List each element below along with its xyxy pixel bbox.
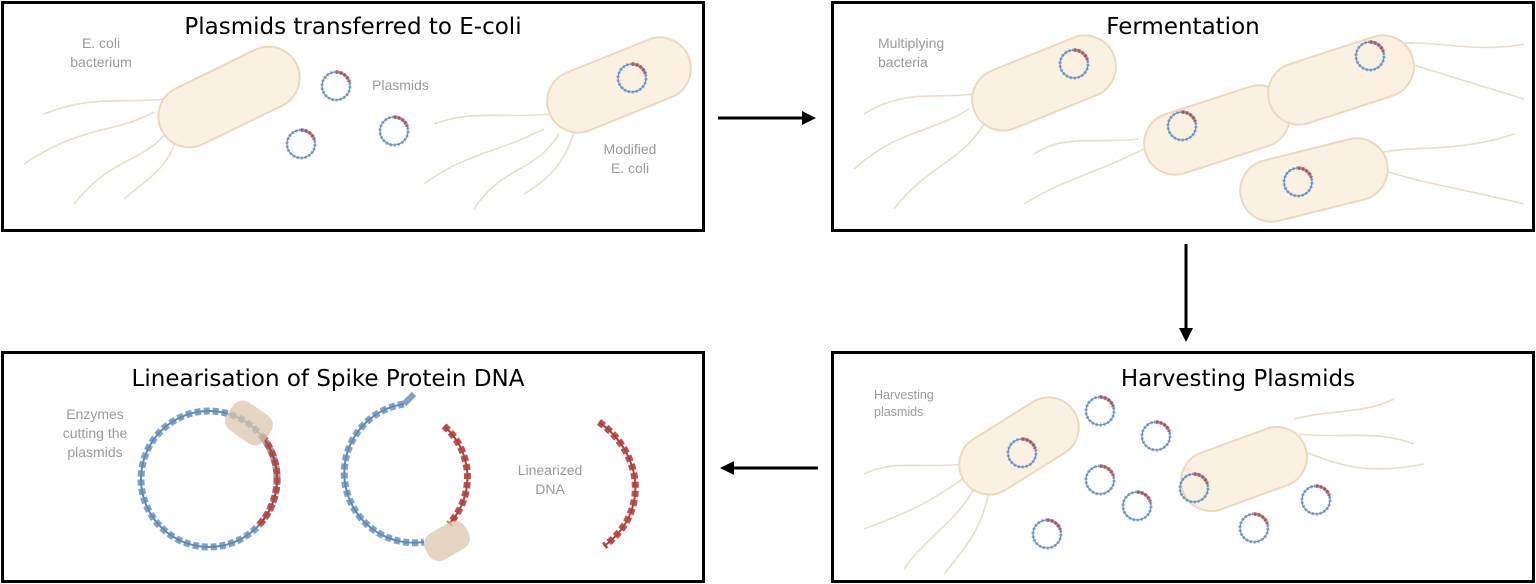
arrow-right <box>718 111 816 125</box>
multiplying-bacteria-label: Multiplying bacteria <box>878 35 945 70</box>
panel-title: Linearisation of Spike Protein DNA <box>131 366 525 392</box>
plasmid-transfer-illustration <box>23 36 692 210</box>
cut-plasmid-dna <box>340 391 471 562</box>
bacterium <box>1180 426 1308 512</box>
bacterium <box>958 396 1080 496</box>
panel-title: Fermentation <box>1106 14 1260 40</box>
plasmid-dna-circle <box>137 400 281 551</box>
modified-ecoli-label: Modified E. coli <box>603 141 657 176</box>
bacterium <box>971 34 1117 132</box>
enzymes-label: Enzymes cutting the plasmids <box>62 406 128 460</box>
arrow-left <box>720 461 818 475</box>
plasmid <box>285 128 317 160</box>
plasmid <box>320 70 352 102</box>
arrow-down <box>1179 244 1193 342</box>
modified-ecoli <box>546 36 692 134</box>
bacterium <box>1267 34 1415 126</box>
panel-fermentation: Fermentation Multiplying bacteria <box>831 1 1535 232</box>
panel-title: Harvesting Plasmids <box>1120 366 1356 392</box>
enzyme <box>423 520 471 562</box>
enzyme <box>225 400 273 446</box>
harvesting-illustration <box>863 395 1425 575</box>
linearisation-illustration <box>137 391 639 562</box>
bacterium <box>1239 137 1389 223</box>
fermentation-illustration <box>853 34 1525 223</box>
ecoli-bacterium <box>157 45 301 149</box>
flagella <box>863 398 1425 575</box>
flagella <box>23 98 575 210</box>
plasmids-label: Plasmids <box>372 77 429 93</box>
linearized-dna-strand <box>596 419 639 549</box>
panel-harvesting-plasmids: Harvesting Plasmids Harvesting plasmids <box>831 351 1535 583</box>
harvesting-plasmids-label: Harvesting plasmids <box>874 388 934 419</box>
linearized-dna-label: Linearized DNA <box>517 462 583 497</box>
panel-title: Plasmids transferred to E-coli <box>184 14 522 40</box>
panel-linearisation: Linearisation of Spike Protein DNA Enzym… <box>1 351 705 583</box>
panel-plasmids-transferred: Plasmids transferred to E-coli E. coli b… <box>1 1 705 232</box>
plasmid <box>378 115 410 147</box>
ecoli-label: E. coli bacterium <box>70 35 132 70</box>
